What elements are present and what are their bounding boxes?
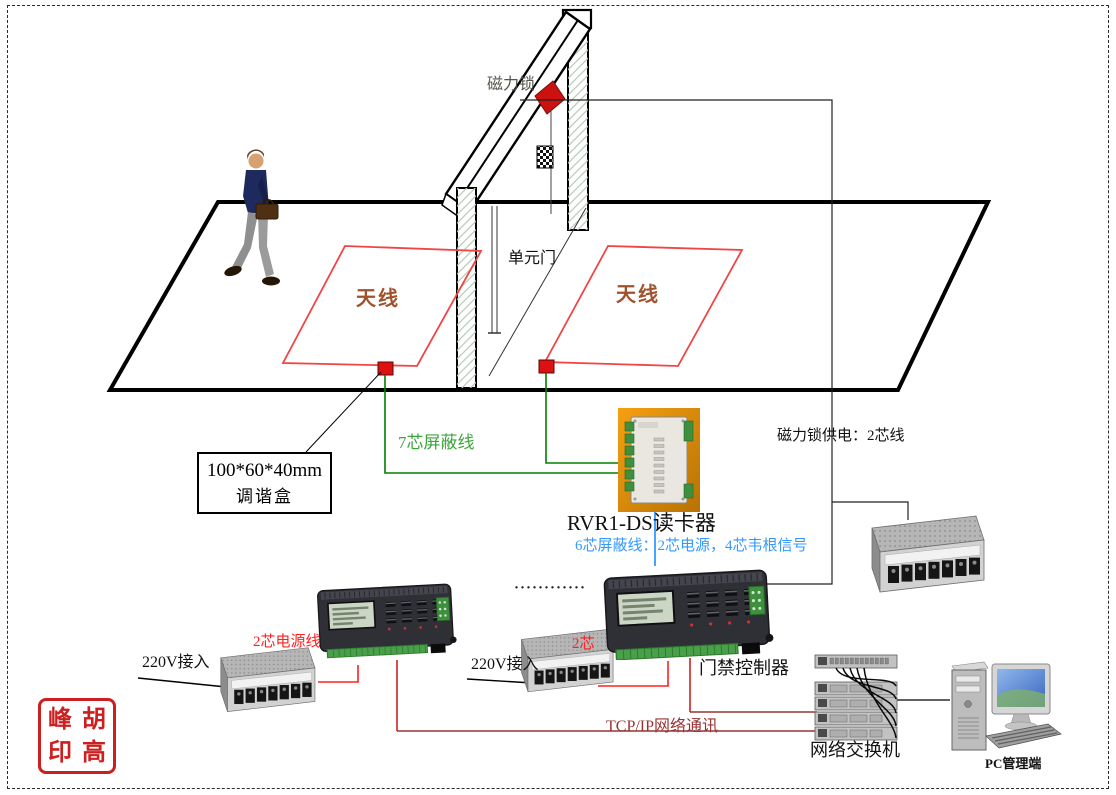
tuner-leader-line (305, 371, 382, 453)
wire-lock-power (520, 99, 909, 585)
wire-2core-middle (598, 661, 669, 687)
ac-input-left-label: 220V接入 (142, 654, 210, 671)
antenna-left-label: 天线 (356, 288, 400, 310)
door-controller-label: 门禁控制器 (699, 658, 789, 678)
magnetic-lock (534, 80, 566, 115)
seal-char-top-right: 胡 (82, 706, 106, 733)
controller-ellipsis: ············ (514, 580, 587, 596)
magnetic-lock-label: 磁力锁 (487, 76, 536, 93)
tuner-box-callout: 100*60*40mm 调谐盒 (197, 452, 332, 514)
seal-char-bottom-right: 高 (82, 739, 106, 766)
floor-outline (106, 200, 992, 392)
seven-core-wire-label: 7芯屏蔽线 (398, 433, 475, 452)
wire-ac-left (137, 677, 237, 689)
pc-terminal (948, 660, 1066, 763)
tcpip-label: TCP/IP网络通讯 (606, 718, 719, 735)
door-structure (441, 8, 593, 389)
antenna-feed-right (538, 359, 555, 374)
page-dashed-border (7, 5, 1109, 789)
psu-lock-power (858, 514, 990, 607)
person-figure (222, 148, 288, 297)
two-core-short-label: 2芯 (572, 636, 595, 652)
pc-terminal-label: PC管理端 (985, 756, 1042, 771)
psu-left (202, 646, 327, 725)
wire-7core-right (545, 373, 618, 464)
controller-right (600, 558, 780, 665)
antenna-loops (281, 245, 744, 376)
six-core-wire-label: 6芯屏蔽线：2芯电源，4芯韦根信号 (575, 538, 808, 554)
seal-stamp: 峰 胡 印 高 (38, 698, 116, 774)
controller-left (314, 572, 462, 665)
door-open-diagonal (488, 207, 587, 377)
wire-tcpip-right (689, 658, 817, 713)
seal-char-bottom-left: 印 (48, 739, 72, 766)
reader-label: RVR1-DS读卡器 (567, 511, 716, 535)
door-checker-plate (536, 145, 554, 169)
wire-tcpip-left (396, 660, 817, 732)
reader-photo (618, 408, 700, 517)
network-switch-label: 网络交换机 (810, 740, 900, 760)
unit-door-label: 单元门 (508, 250, 557, 267)
wire-2core-left (318, 665, 359, 683)
switch-stack (812, 652, 904, 749)
ac-input-middle-label: 220V接入 (471, 656, 539, 673)
antenna-right-label: 天线 (616, 284, 660, 306)
lock-power-label: 磁力锁供电：2芯线 (777, 428, 905, 444)
antenna-left-outline (281, 245, 483, 367)
tuner-box-name: 调谐盒 (236, 486, 293, 506)
seal-char-top-left: 峰 (48, 706, 72, 733)
two-core-power-label: 2芯电源线 (253, 634, 321, 650)
tuner-box-size: 100*60*40mm (206, 459, 323, 481)
wire-7core-left (384, 375, 618, 474)
antenna-right-outline (543, 245, 744, 367)
